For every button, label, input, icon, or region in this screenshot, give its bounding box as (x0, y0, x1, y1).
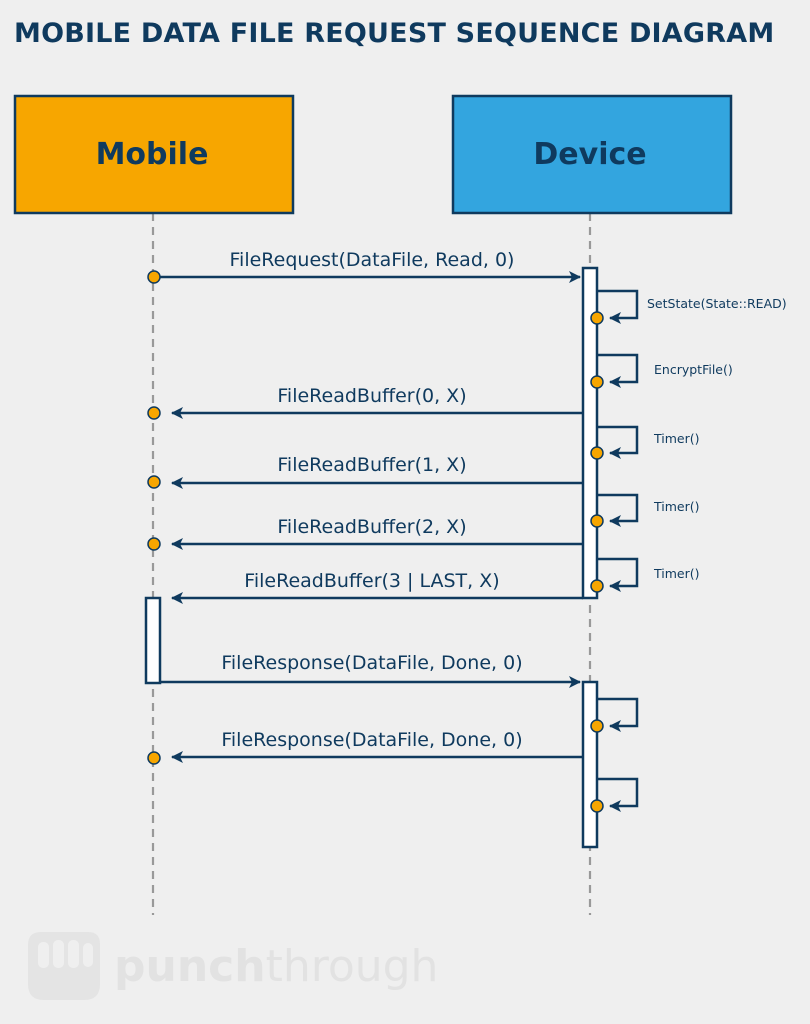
device-label: Device (533, 137, 646, 172)
message-dot (147, 475, 161, 489)
self-message: EncryptFile() (590, 353, 733, 389)
svg-text:punchthrough: punchthrough (114, 941, 438, 992)
message: FileReadBuffer(0, X) (147, 385, 583, 420)
message-label: FileReadBuffer(1, X) (277, 454, 466, 476)
self-message (590, 777, 639, 813)
message-dot (147, 270, 161, 284)
message-label: FileRequest(DataFile, Read, 0) (230, 249, 515, 271)
message-dot (147, 537, 161, 551)
mobile-participant: Mobile (13, 94, 295, 215)
self-message: Timer() (590, 493, 699, 528)
fist-icon (28, 932, 100, 1000)
self-message: Timer() (590, 425, 699, 460)
self-message-label: EncryptFile() (654, 362, 733, 377)
message-label: FileResponse(DataFile, Done, 0) (221, 652, 522, 674)
message: FileResponse(DataFile, Done, 0) (147, 729, 583, 765)
message-dot (147, 406, 161, 420)
self-message: SetState(State::READ) (590, 289, 787, 325)
logo-brand-light: through (266, 941, 439, 992)
message-dot (590, 799, 604, 813)
self-message (590, 697, 639, 733)
mobile-activation-bar (144, 596, 162, 685)
message-dot (590, 719, 604, 733)
self-message-label: Timer() (653, 431, 699, 446)
message-dot (590, 579, 604, 593)
mobile-label: Mobile (96, 137, 209, 172)
message-label: FileResponse(DataFile, Done, 0) (221, 729, 522, 751)
self-message-label: Timer() (653, 566, 699, 581)
self-message-label: Timer() (653, 499, 699, 514)
message: FileReadBuffer(2, X) (147, 516, 583, 551)
message-dot (590, 446, 604, 460)
message-dot (147, 751, 161, 765)
message-label: FileReadBuffer(3 | LAST, X) (244, 570, 499, 592)
self-message-label: SetState(State::READ) (647, 296, 787, 311)
message: FileRequest(DataFile, Read, 0) (147, 249, 581, 284)
punchthrough-logo: punchthrough (28, 932, 438, 1000)
message-dot (590, 375, 604, 389)
device-activation-bar (581, 680, 599, 849)
message: FileReadBuffer(1, X) (147, 454, 583, 489)
message-dot (590, 311, 604, 325)
self-message: Timer() (590, 557, 699, 593)
message: FileResponse(DataFile, Done, 0) (160, 652, 581, 688)
message-label: FileReadBuffer(2, X) (277, 516, 466, 538)
message: FileReadBuffer(3 | LAST, X) (171, 570, 583, 604)
page-title: MOBILE DATA FILE REQUEST SEQUENCE DIAGRA… (14, 18, 775, 49)
logo-brand-bold: punch (114, 941, 266, 992)
message-label: FileReadBuffer(0, X) (277, 385, 466, 407)
message-dot (590, 514, 604, 528)
device-participant: Device (451, 94, 733, 215)
